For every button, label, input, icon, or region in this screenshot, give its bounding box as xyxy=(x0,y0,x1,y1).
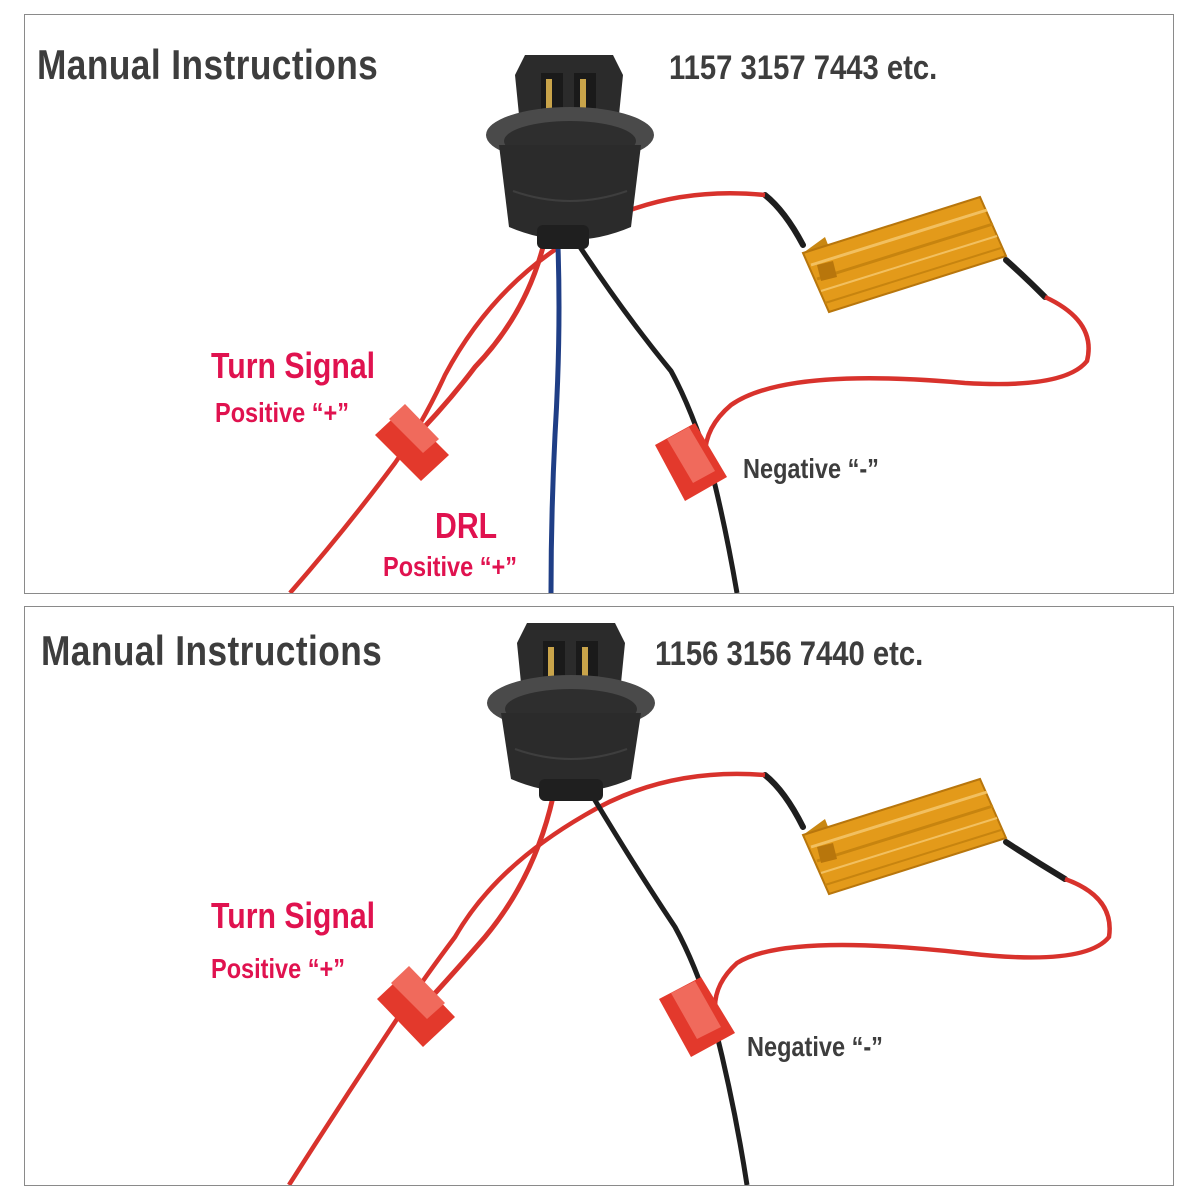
panel-title: Manual Instructions xyxy=(37,41,379,88)
turn-signal-polarity: Positive “+” xyxy=(211,953,345,984)
socket-drl-wire xyxy=(548,246,562,593)
resistor-to-negative-wire xyxy=(702,294,1091,456)
resistor-lead-black xyxy=(762,192,806,248)
load-resistor xyxy=(801,195,1008,314)
wiring-panel-1156: Manual Instructions 1156 3156 7440 etc. … xyxy=(24,606,1174,1186)
bulb-models: 1156 3156 7440 etc. xyxy=(655,635,924,673)
turn-signal-tap-connector xyxy=(375,404,449,481)
wiring-diagram-1157 xyxy=(288,55,1091,593)
resistor-lead-black-2 xyxy=(1003,257,1048,300)
socket-turn-signal-wire xyxy=(411,796,556,1019)
turn-signal-label: Turn Signal xyxy=(211,895,376,936)
resistor-to-turn-signal-wire xyxy=(288,191,766,593)
resistor-to-turn-signal-wire xyxy=(287,771,766,1185)
socket-negative-wire xyxy=(590,795,750,1185)
resistor-lead-black xyxy=(762,772,806,830)
socket-turn-signal-wire xyxy=(403,246,546,449)
load-resistor xyxy=(801,777,1008,896)
negative-tap-connector xyxy=(655,423,727,501)
bulb-socket xyxy=(487,623,655,801)
socket-negative-wire xyxy=(577,245,740,593)
resistor-lead-black-2 xyxy=(1003,839,1068,882)
negative-label: Negative “-” xyxy=(743,453,879,484)
turn-signal-label: Turn Signal xyxy=(211,345,376,386)
wiring-diagram-1156 xyxy=(287,623,1112,1185)
bulb-socket xyxy=(486,55,654,249)
resistor-to-negative-wire xyxy=(712,876,1112,1008)
bulb-models: 1157 3157 7443 etc. xyxy=(669,49,938,87)
negative-label: Negative “-” xyxy=(747,1031,883,1062)
negative-tap-connector xyxy=(659,977,735,1057)
panel-title: Manual Instructions xyxy=(41,627,383,674)
turn-signal-polarity: Positive “+” xyxy=(215,397,349,428)
drl-polarity: Positive “+” xyxy=(383,551,517,582)
wiring-panel-1157: Manual Instructions 1157 3157 7443 etc. … xyxy=(24,14,1174,594)
drl-label: DRL xyxy=(435,505,498,546)
turn-signal-tap-connector xyxy=(377,966,455,1047)
